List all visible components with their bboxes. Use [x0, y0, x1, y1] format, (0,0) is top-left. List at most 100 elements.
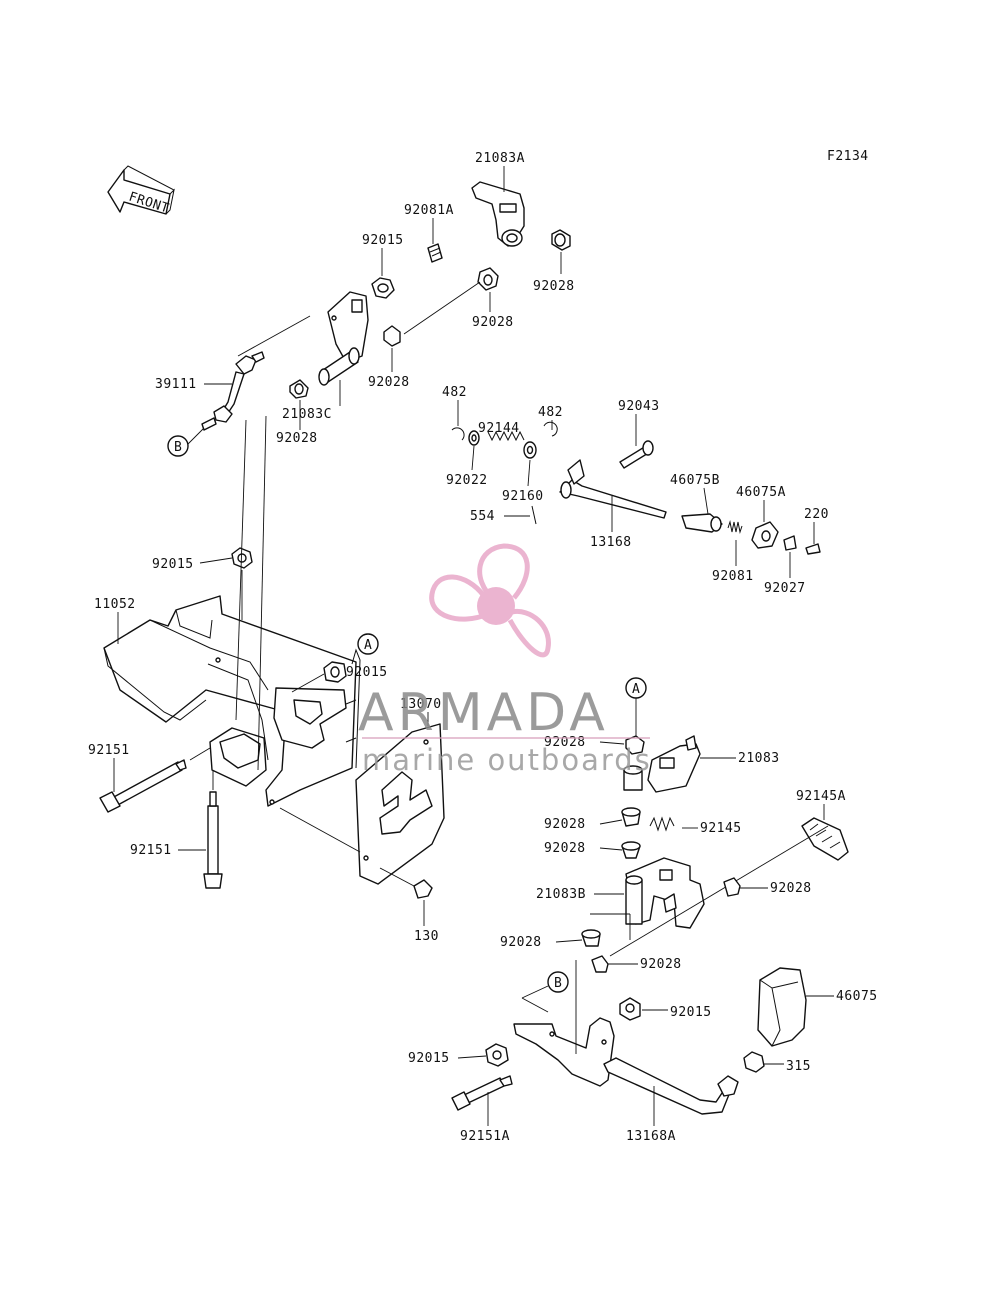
label-92151-b: 92151 — [130, 843, 172, 858]
label-92022: 92022 — [446, 473, 488, 488]
bolt-92043 — [619, 440, 654, 469]
collar-92028-h — [581, 929, 601, 947]
circlip-482-left — [451, 427, 465, 441]
arm-21083 — [647, 735, 701, 793]
lever-13168a — [603, 1057, 739, 1115]
watermark-tagline: marine outboards — [362, 743, 652, 777]
callout-b-left — [167, 435, 189, 457]
collar-92028-i — [723, 877, 741, 897]
label-92028-i: 92028 — [500, 935, 542, 950]
label-92151a: 92151A — [460, 1129, 510, 1144]
label-92145a: 92145A — [796, 789, 846, 804]
label-130: 130 — [414, 929, 439, 944]
arm-21083a — [471, 181, 525, 247]
nut-315 — [743, 1051, 765, 1073]
label-92015-mid: 92015 — [346, 665, 388, 680]
label-482-b: 482 — [538, 405, 563, 420]
label-92145: 92145 — [700, 821, 742, 836]
label-92144: 92144 — [478, 421, 520, 436]
callout-a-top-label: A — [364, 638, 372, 653]
bracket-lower — [513, 1017, 615, 1087]
knob-46075 — [757, 967, 807, 1047]
pin-554 — [531, 505, 537, 525]
label-92015-frame: 92015 — [152, 557, 194, 572]
collar-92027 — [783, 535, 797, 551]
collar-92028-e — [625, 735, 645, 755]
label-92015-b1: 92015 — [670, 1005, 712, 1020]
label-92028-c: 92028 — [368, 375, 410, 390]
knob-46075a — [751, 521, 779, 549]
label-13168a: 13168A — [626, 1129, 676, 1144]
label-92028-d: 92028 — [276, 431, 318, 446]
label-46075a: 46075A — [736, 485, 786, 500]
nut-92015-frame — [231, 547, 253, 569]
callout-a-top — [357, 633, 379, 655]
bolt-92151a — [451, 1075, 513, 1111]
bolt-92151-horizontal — [99, 759, 187, 813]
bracket-21083b — [625, 857, 705, 929]
label-46075b: 46075B — [670, 473, 720, 488]
label-13070: 13070 — [400, 697, 442, 712]
callout-a-bottom-label: A — [632, 682, 640, 697]
collar-92028-near-pipe — [383, 325, 401, 347]
collar-92028-left — [289, 379, 309, 399]
nut-92015-b1 — [619, 997, 641, 1021]
label-92081: 92081 — [712, 569, 754, 584]
label-315: 315 — [786, 1059, 811, 1074]
label-92027: 92027 — [764, 581, 806, 596]
collar-92028-g — [621, 841, 641, 859]
rod-end-39111 — [201, 351, 265, 431]
bracket-arm-plate — [327, 291, 369, 363]
screw-130 — [413, 879, 433, 899]
spring-92081a — [427, 243, 443, 263]
label-482-a: 482 — [442, 385, 467, 400]
label-92015-top: 92015 — [362, 233, 404, 248]
label-92043: 92043 — [618, 399, 660, 414]
bracket-frame-11052 — [103, 595, 361, 807]
collar-92028-middle — [477, 267, 499, 291]
label-39111: 39111 — [155, 377, 197, 392]
nut-92015-upper — [371, 277, 395, 299]
front-arrow-icon: FRONT — [107, 165, 175, 217]
label-21083: 21083 — [738, 751, 780, 766]
callout-b-left-label: B — [174, 440, 182, 455]
armada-logo — [429, 543, 551, 658]
circlip-482-right — [543, 421, 558, 437]
shaft-13168 — [559, 459, 667, 519]
label-92160: 92160 — [502, 489, 544, 504]
label-554: 554 — [470, 509, 495, 524]
washer-92022 — [468, 430, 480, 446]
figure-code: F2134 — [827, 149, 869, 164]
label-92028-f: 92028 — [544, 817, 586, 832]
gate-plate-13070 — [355, 723, 445, 885]
label-92028-h: 92028 — [770, 881, 812, 896]
label-220: 220 — [804, 507, 829, 522]
washer-92160 — [523, 441, 537, 459]
screw-220 — [805, 543, 821, 555]
pipe-21083c — [318, 347, 360, 386]
label-13168: 13168 — [590, 535, 632, 550]
callout-b-bottom — [547, 971, 569, 993]
label-11052: 11052 — [94, 597, 136, 612]
label-92151-a: 92151 — [88, 743, 130, 758]
bolt-92145a — [801, 817, 849, 861]
label-92028-a: 92028 — [533, 279, 575, 294]
pipe-upper — [623, 765, 643, 791]
label-92081a: 92081A — [404, 203, 454, 218]
watermark-brand: ARMADA — [358, 683, 609, 743]
collar-92028-f — [621, 807, 641, 827]
label-46075: 46075 — [836, 989, 878, 1004]
label-21083a: 21083A — [475, 151, 525, 166]
label-21083b: 21083B — [536, 887, 586, 902]
label-92028-j: 92028 — [640, 957, 682, 972]
label-92028-b: 92028 — [472, 315, 514, 330]
label-92015-b2: 92015 — [408, 1051, 450, 1066]
nut-92015-mid — [323, 661, 347, 683]
spring-92145 — [649, 816, 675, 832]
nut-92015-b2 — [485, 1043, 509, 1067]
bushing-46075b — [681, 513, 723, 533]
label-92028-g: 92028 — [544, 841, 586, 856]
bolt-92151-vertical — [203, 791, 223, 889]
